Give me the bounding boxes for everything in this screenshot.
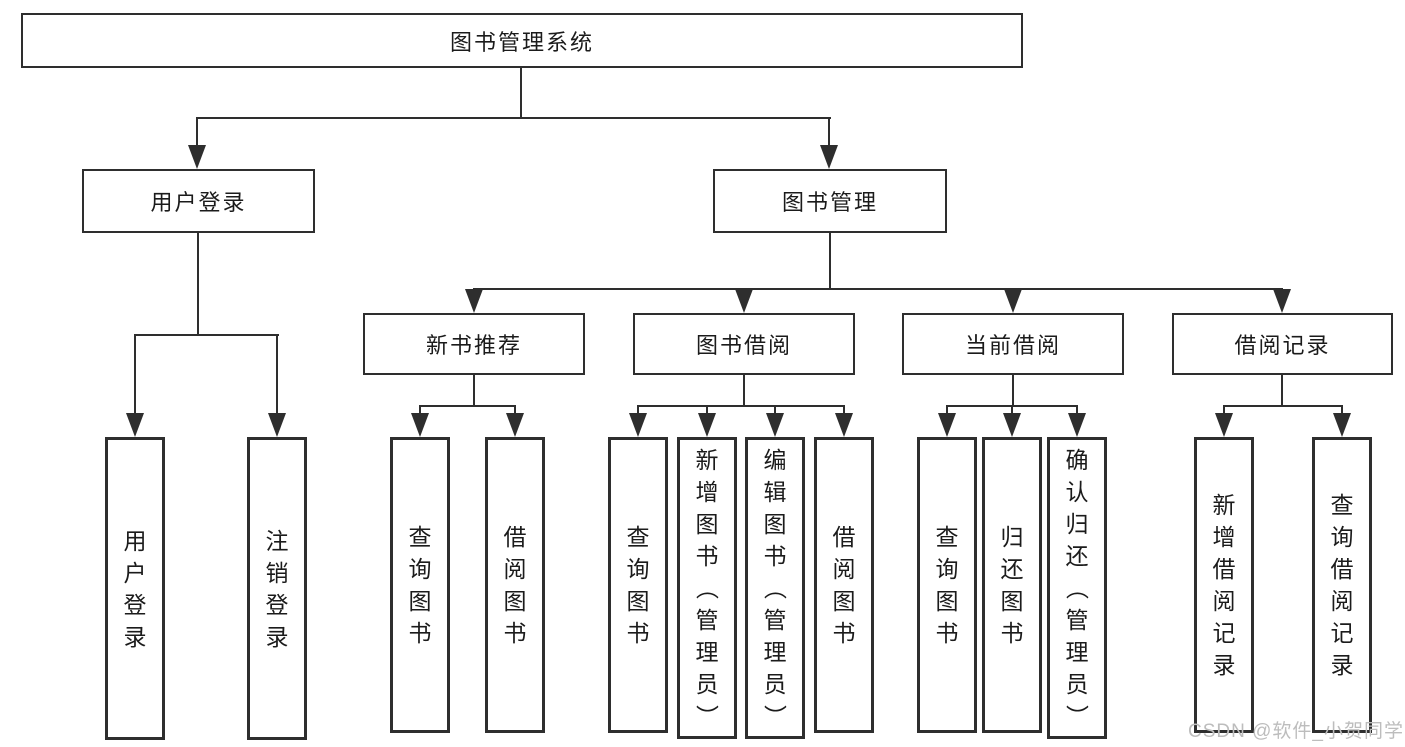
arrowhead-down-icon	[1215, 413, 1233, 437]
connector-line	[637, 405, 639, 417]
connector-line	[829, 233, 831, 290]
leaf-logout: 注销登录	[247, 437, 307, 740]
connector-line	[134, 334, 136, 416]
watermark-text: CSDN @软件_小贺同学	[1188, 721, 1404, 742]
arrowhead-down-icon	[938, 413, 956, 437]
connector-line	[197, 117, 831, 119]
connector-line	[774, 405, 776, 417]
arrowhead-down-icon	[188, 145, 206, 169]
arrowhead-down-icon	[268, 413, 286, 437]
arrowhead-down-icon	[411, 413, 429, 437]
connector-line	[1223, 405, 1343, 407]
node-root: 图书管理系统	[21, 13, 1023, 68]
arrowhead-down-icon	[629, 413, 647, 437]
leaf-borrow-book-2: 借阅图书	[814, 437, 874, 733]
connector-line	[828, 117, 830, 149]
connector-line	[946, 405, 948, 417]
leaf-confirm-return-admin: 确认归还（管理员）	[1047, 437, 1107, 739]
arrowhead-down-icon	[835, 413, 853, 437]
connector-line	[473, 375, 475, 407]
leaf-query-borrow-record: 查询借阅记录	[1312, 437, 1372, 733]
connector-line	[134, 334, 279, 336]
connector-line	[419, 405, 421, 417]
arrowhead-down-icon	[766, 413, 784, 437]
arrowhead-down-icon	[735, 289, 753, 313]
connector-line	[706, 405, 708, 417]
connector-line	[1012, 375, 1014, 407]
arrowhead-down-icon	[1003, 413, 1021, 437]
connector-line	[419, 405, 516, 407]
arrowhead-down-icon	[126, 413, 144, 437]
connector-line	[520, 68, 522, 118]
leaf-user-login: 用户登录	[105, 437, 165, 740]
leaf-query-book-3: 查询图书	[917, 437, 977, 733]
leaf-query-book-1: 查询图书	[390, 437, 450, 733]
arrowhead-down-icon	[820, 145, 838, 169]
connector-line	[1341, 405, 1343, 417]
connector-line	[514, 405, 516, 417]
connector-line	[276, 334, 278, 416]
arrowhead-down-icon	[1068, 413, 1086, 437]
leaf-borrow-book-1: 借阅图书	[485, 437, 545, 733]
node-user-login: 用户登录	[82, 169, 315, 233]
node-book-borrow: 图书借阅	[633, 313, 855, 375]
leaf-edit-book-admin: 编辑图书（管理员）	[745, 437, 805, 739]
arrowhead-down-icon	[1273, 289, 1291, 313]
arrowhead-down-icon	[1333, 413, 1351, 437]
connector-line	[1223, 405, 1225, 417]
connector-line	[1076, 405, 1078, 417]
arrowhead-down-icon	[1004, 289, 1022, 313]
node-book-management: 图书管理	[713, 169, 947, 233]
leaf-return-book: 归还图书	[982, 437, 1042, 733]
connector-line	[1281, 375, 1283, 407]
connector-line	[473, 288, 1283, 290]
node-current-borrow: 当前借阅	[902, 313, 1124, 375]
connector-line	[1011, 405, 1013, 417]
arrowhead-down-icon	[698, 413, 716, 437]
leaf-query-book-2: 查询图书	[608, 437, 668, 733]
connector-line	[637, 405, 845, 407]
leaf-add-borrow-record: 新增借阅记录	[1194, 437, 1254, 733]
leaf-add-book-admin: 新增图书（管理员）	[677, 437, 737, 739]
node-new-book-recommend: 新书推荐	[363, 313, 585, 375]
node-borrow-record: 借阅记录	[1172, 313, 1393, 375]
arrowhead-down-icon	[465, 289, 483, 313]
arrowhead-down-icon	[506, 413, 524, 437]
connector-line	[197, 233, 199, 335]
connector-line	[843, 405, 845, 417]
connector-line	[743, 375, 745, 407]
connector-line	[196, 117, 198, 149]
